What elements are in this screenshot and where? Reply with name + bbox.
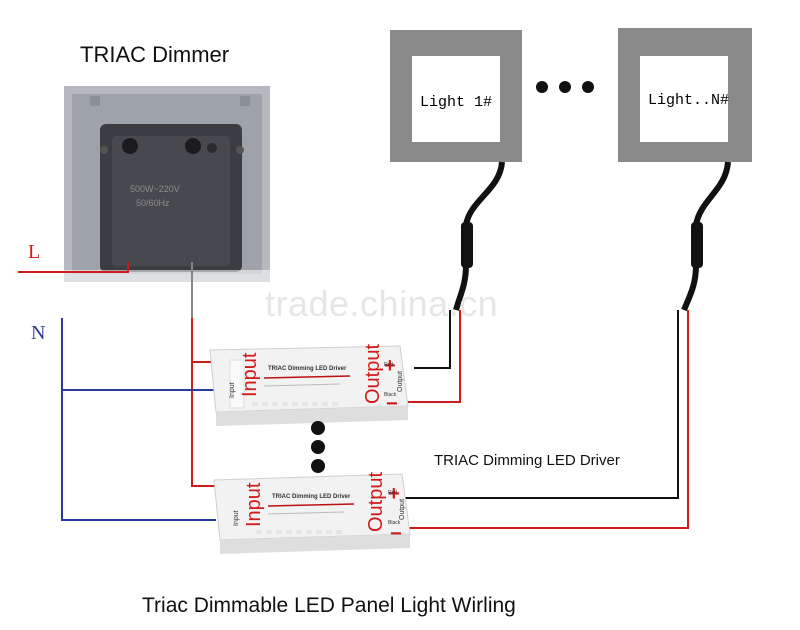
- light-1-black-wire: [414, 310, 451, 369]
- neutral-wire: [61, 318, 216, 521]
- driver-2-input-label: Input: [243, 482, 265, 527]
- led-driver-1: [209, 345, 409, 426]
- driver-2-minus: −: [390, 523, 402, 545]
- driver-1-red-tag: Red: [384, 362, 393, 368]
- driver-1-product-title: TRIAC Dimming LED Driver: [268, 366, 347, 372]
- driver-1-input-small: Input: [229, 382, 236, 398]
- driver-1-minus: −: [386, 393, 398, 415]
- ellipsis-dot: [311, 440, 325, 454]
- driver-2-output-label: Output: [365, 472, 387, 532]
- live-label: L: [28, 241, 41, 263]
- dimmer-photo: 500W~220V 50/60Hz: [0, 86, 290, 304]
- driver-1-input-label: Input: [239, 352, 261, 397]
- light-n-panel: [618, 28, 752, 162]
- ellipsis-dot: [582, 81, 594, 93]
- watermark: trade.china.cn: [265, 283, 499, 324]
- driver-1-plus: +: [384, 355, 396, 377]
- driver-2-product-title: TRIAC Dimming LED Driver: [272, 494, 351, 500]
- ellipsis-dot: [536, 81, 548, 93]
- driver-2-output-small: Output: [399, 499, 406, 520]
- dimmer-title: TRIAC Dimmer: [80, 42, 230, 67]
- driver-1-black-tag: Black: [384, 392, 397, 398]
- light-1-red-wire: [404, 310, 461, 403]
- dimmer-rating-1: 500W~220V: [130, 184, 180, 194]
- driver-2-plus: +: [388, 483, 400, 505]
- light-n-cable: [681, 161, 731, 312]
- ellipsis-dot: [559, 81, 571, 93]
- driver-2-input-small: Input: [233, 510, 240, 526]
- live-to-driver-2: [191, 362, 216, 487]
- diagram-footer-title: Triac Dimmable LED Panel Light Wirling: [142, 594, 516, 617]
- light-n-label: Light..N#: [648, 92, 729, 109]
- driver-2-red-tag: Red: [388, 490, 397, 496]
- ellipsis-dot: [311, 459, 325, 473]
- driver-caption: TRIAC Dimming LED Driver: [434, 452, 620, 469]
- driver-1-output-small: Output: [397, 371, 404, 392]
- light-1-panel: [390, 30, 522, 162]
- dimmer-rating-2: 50/60Hz: [136, 198, 170, 208]
- live-wire-in: [18, 262, 129, 273]
- led-driver-2: [213, 473, 411, 554]
- light-n-black-wire: [404, 310, 679, 499]
- neutral-label: N: [31, 322, 46, 344]
- driver-1-output-label: Output: [362, 344, 384, 404]
- ellipsis-dot: [311, 421, 325, 435]
- light-1-label: Light 1#: [420, 94, 492, 111]
- light-n-red-wire: [404, 310, 689, 529]
- driver-2-black-tag: Black: [388, 520, 401, 526]
